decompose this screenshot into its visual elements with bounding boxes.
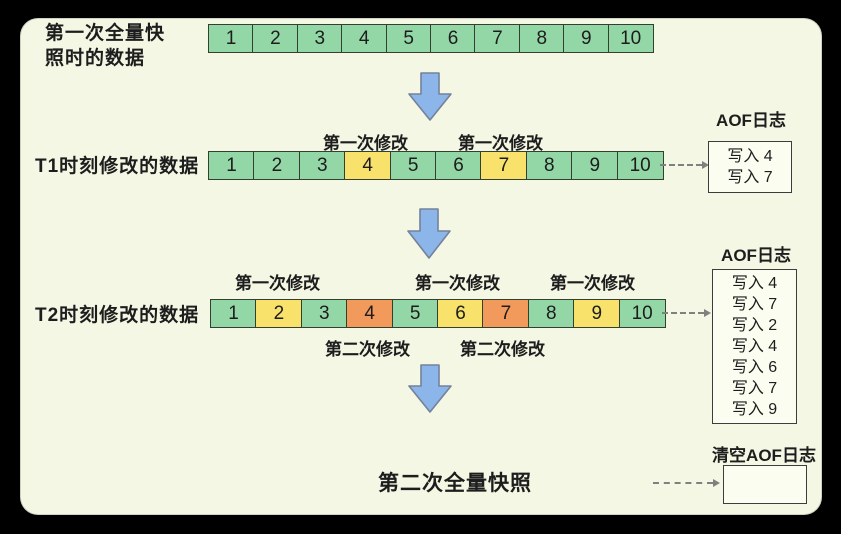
cell-1: 1 — [208, 24, 254, 53]
cell-3: 3 — [300, 299, 348, 328]
row3-label: T2时刻修改的数据 — [35, 305, 200, 326]
cell-8: 8 — [527, 299, 575, 328]
row2-to-aof-connector — [660, 161, 709, 169]
cell-9: 9 — [573, 299, 621, 328]
aof-entry: 写入 4 — [727, 148, 773, 165]
cell-1: 1 — [210, 299, 257, 328]
cell-4: 4 — [341, 24, 388, 53]
aof-entry: 写入 4 — [731, 338, 778, 355]
cell-6: 6 — [430, 24, 477, 53]
first-modification-label: 第一次修改 — [235, 274, 320, 293]
down-arrow-icon — [408, 72, 452, 121]
aof-entry: 写入 7 — [727, 169, 773, 186]
cell-7: 7 — [474, 24, 521, 53]
aof-log-title-2: AOF日志 — [721, 246, 791, 265]
aof-entry: 写入 6 — [731, 359, 778, 376]
second-modification-label: 第二次修改 — [460, 340, 545, 359]
cell-7: 7 — [482, 299, 530, 328]
cell-5: 5 — [389, 151, 437, 180]
aof-log-title-1: AOF日志 — [716, 111, 786, 130]
down-arrow-icon — [407, 208, 451, 259]
cell-1: 1 — [208, 151, 255, 180]
first-modification-label: 第一次修改 — [550, 274, 635, 293]
row2-label: T1时刻修改的数据 — [35, 156, 200, 177]
cell-4: 4 — [346, 299, 394, 328]
cell-3: 3 — [298, 151, 346, 180]
first-modification-label: 第一次修改 — [415, 274, 500, 293]
cell-2: 2 — [253, 151, 301, 180]
cell-5: 5 — [385, 24, 432, 53]
cell-8: 8 — [525, 151, 573, 180]
row1-label: 第一次全量快 照时的数据 — [45, 23, 166, 69]
cell-9: 9 — [563, 24, 610, 53]
cell-7: 7 — [480, 151, 528, 180]
down-arrow-icon — [408, 364, 452, 413]
cell-4: 4 — [344, 151, 392, 180]
aof-entry: 写入 7 — [731, 380, 778, 397]
aof-log-box-1: 写入 4 写入 7 — [708, 141, 792, 193]
aof-entry: 写入 9 — [731, 401, 778, 418]
cell-10: 10 — [616, 151, 664, 180]
first-modification-label: 第一次修改 — [323, 134, 408, 153]
second-snapshot-label: 第二次全量快照 — [378, 472, 532, 495]
cell-6: 6 — [435, 151, 483, 180]
cell-10: 10 — [618, 299, 666, 328]
aof-entry: 写入 4 — [731, 275, 778, 292]
empty-aof-box — [723, 465, 807, 504]
aof-log-box-2: 写入 4 写入 7 写入 2 写入 4 写入 6 写入 7 写入 9 — [712, 269, 797, 424]
snapshot-to-aof-connector — [653, 479, 720, 487]
row3-to-aof-connector — [662, 309, 711, 317]
cell-6: 6 — [437, 299, 485, 328]
second-modification-label: 第二次修改 — [325, 340, 410, 359]
cell-8: 8 — [518, 24, 565, 53]
cell-5: 5 — [391, 299, 439, 328]
first-modification-label: 第一次修改 — [458, 134, 543, 153]
cell-2: 2 — [255, 299, 303, 328]
cell-2: 2 — [252, 24, 299, 53]
cell-3: 3 — [296, 24, 343, 53]
clear-aof-title: 清空AOF日志 — [712, 446, 816, 465]
cell-10: 10 — [607, 24, 654, 53]
aof-entry: 写入 2 — [731, 317, 778, 334]
cell-9: 9 — [571, 151, 619, 180]
aof-entry: 写入 7 — [731, 296, 778, 313]
